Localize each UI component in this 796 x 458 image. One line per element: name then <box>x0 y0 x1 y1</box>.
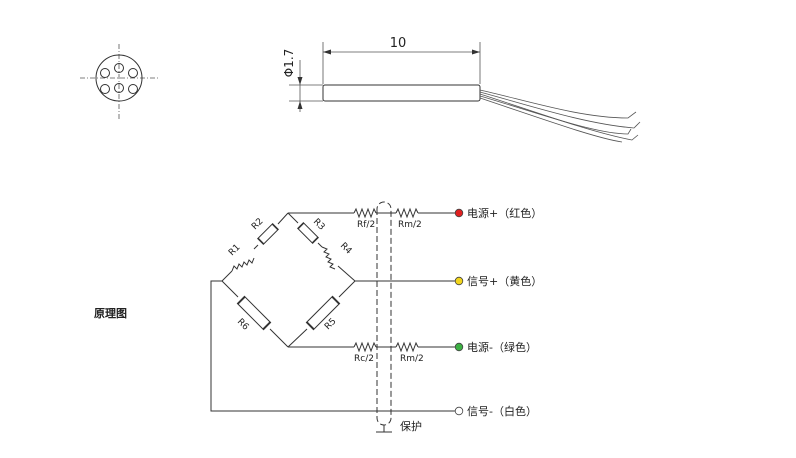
label-rc2: Rc/2 <box>354 354 374 364</box>
bridge-circuit: R1 R2 R3 R4 R6 R5 Rf/2 Rm/2 Rc/2 Rm/2 保护 <box>210 201 455 433</box>
terminal-label-signal-plus: 信号+（黄色） <box>467 274 542 288</box>
connector-pin <box>100 84 110 94</box>
connector-pin <box>128 68 138 78</box>
label-r1: R1 <box>227 243 243 259</box>
lead-wire <box>479 97 623 143</box>
terminal-label-signal-minus: 信号-（白色） <box>467 404 537 418</box>
resistor-rm2-bottom <box>395 341 419 353</box>
resistor-rf2 <box>353 207 377 219</box>
terminal-label-power-plus: 电源+（红色） <box>467 206 542 220</box>
arrow-head <box>297 77 303 85</box>
label-rm2-bottom: Rm/2 <box>400 354 424 364</box>
lead-wire <box>479 95 632 135</box>
resistor-rm2-top <box>395 207 419 219</box>
terminal-dot-red-icon <box>454 208 464 218</box>
label-r2: R2 <box>250 217 266 233</box>
resistor-r1 <box>231 257 255 272</box>
label-r4: R4 <box>338 241 354 257</box>
terminal-dot-yellow-icon <box>454 276 464 286</box>
wire <box>287 212 299 224</box>
resistor-r6 <box>236 295 272 331</box>
shield-label: 保护 <box>400 419 422 433</box>
connector-pin <box>114 63 124 73</box>
connector-pin <box>100 68 110 78</box>
terminal-label-power-minus: 电源-（绿色） <box>467 340 537 354</box>
label-rf2: Rf/2 <box>357 220 375 230</box>
resistor-r3 <box>297 222 319 244</box>
wire <box>210 280 455 412</box>
wire <box>317 242 323 248</box>
lead-wire <box>479 91 641 129</box>
terminal-dot-green-icon <box>454 342 464 352</box>
connector-pin <box>128 84 138 94</box>
connector-pin <box>114 83 124 93</box>
resistor-r5 <box>305 295 341 331</box>
label-r3: R3 <box>311 217 327 233</box>
wire <box>221 270 233 282</box>
wire <box>269 328 289 348</box>
label-rm2-top: Rm/2 <box>398 220 422 230</box>
label-r5: R5 <box>323 317 339 333</box>
label-r6: R6 <box>235 317 251 333</box>
wire <box>338 280 356 298</box>
resistor-r4 <box>321 246 336 270</box>
section-label: 原理图 <box>94 307 127 320</box>
sensor-body <box>322 84 481 102</box>
arrow-head <box>323 49 331 55</box>
sensor-body-view: 10 Φ1.7 <box>282 36 641 143</box>
cable-shield <box>376 201 392 426</box>
connector-outline <box>95 54 143 102</box>
arrow-head <box>297 101 303 109</box>
arrow-head <box>472 49 480 55</box>
lead-wire <box>479 89 637 119</box>
wire <box>221 280 239 298</box>
wire <box>277 212 289 225</box>
wire <box>253 244 259 250</box>
diameter-label: Φ1.7 <box>282 49 296 78</box>
length-label: 10 <box>390 36 407 51</box>
resistor-rc2 <box>353 341 377 353</box>
resistor-r2 <box>257 223 279 245</box>
terminals: 电源+（红色） 信号+（黄色） 电源-（绿色） 信号-（白色） <box>454 206 542 418</box>
terminal-dot-white-icon <box>454 406 464 416</box>
connector-end-view <box>80 44 158 120</box>
wire <box>287 328 308 348</box>
wire <box>337 265 356 282</box>
